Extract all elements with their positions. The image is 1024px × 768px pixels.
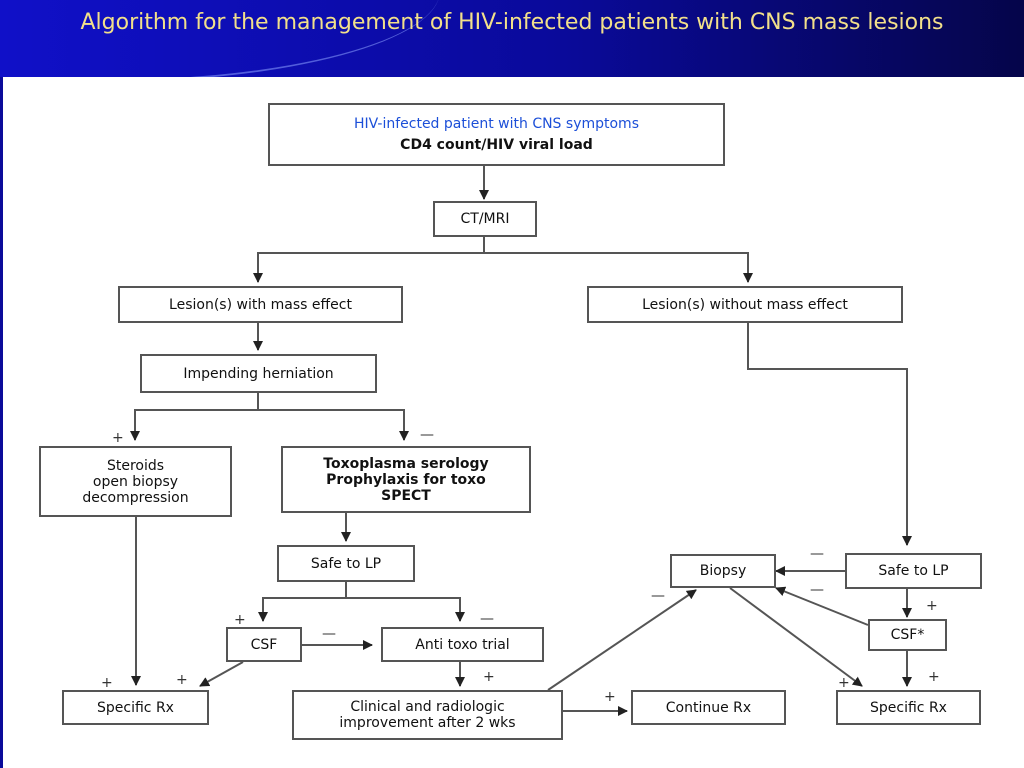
node-csf-right: CSF* (868, 619, 947, 651)
edge-safe-lp-to-anti-toxo (346, 597, 465, 622)
node-anti-toxo-label: Anti toxo trial (415, 636, 510, 653)
slide-left-border (0, 77, 3, 768)
sign-plus-biopsy-to-rx: + (838, 675, 850, 691)
sign-plus-safe-lp-to-csf: + (926, 598, 938, 614)
sign-minus-toxo: — (420, 427, 434, 443)
edge-herniation-to-steroids (130, 393, 259, 441)
node-toxo-line1: Toxoplasma serology (323, 455, 489, 472)
node-herniation-label: Impending herniation (183, 365, 334, 382)
sign-plus-steroids-to-rx: + (101, 675, 113, 691)
node-biopsy: Biopsy (670, 554, 776, 588)
edge-ctmri-to-no-mass (484, 252, 753, 283)
node-csf-left: CSF (226, 627, 302, 662)
node-safe-lp-left: Safe to LP (277, 545, 415, 582)
node-safe-lp-right: Safe to LP (845, 553, 982, 589)
node-specific-rx-right: Specific Rx (836, 690, 981, 725)
sign-minus-improvement-to-biopsy: — (651, 588, 665, 604)
node-specific-rx-right-label: Specific Rx (870, 699, 947, 716)
node-safe-lp-right-label: Safe to LP (878, 563, 949, 579)
node-steroids-line1: Steroids (106, 457, 165, 474)
edge-biopsy-to-specific-rx (729, 587, 863, 687)
edge-herniation-to-toxo (258, 409, 409, 441)
node-improvement: Clinical and radiologic improvement afte… (292, 690, 563, 740)
node-safe-lp-left-label: Safe to LP (310, 555, 382, 572)
sign-plus-csf-right-to-rx: + (928, 669, 940, 685)
node-start-line2: CD4 count/HIV viral load (400, 137, 593, 153)
sign-plus-continue: + (604, 689, 616, 705)
node-ctmri-label: CT/MRI (460, 211, 510, 227)
node-continue-rx: Continue Rx (631, 690, 786, 725)
node-biopsy-label: Biopsy (699, 563, 747, 579)
edge-csf-to-specific-rx (199, 661, 244, 687)
node-anti-toxo: Anti toxo trial (381, 627, 544, 662)
node-steroids-line3: decompression (82, 489, 189, 506)
node-csf-right-label: CSF* (890, 627, 925, 643)
sign-minus-anti-toxo: — (480, 611, 494, 627)
node-no-mass-effect: Lesion(s) without mass effect (587, 286, 903, 323)
sign-plus-csf-to-rx: + (176, 672, 188, 688)
node-toxo: Toxoplasma serology Prophylaxis for toxo… (281, 446, 531, 513)
node-specific-rx-left-label: Specific Rx (97, 699, 174, 716)
node-mass-effect-label: Lesion(s) with mass effect (169, 296, 352, 313)
node-steroids: Steroids open biopsy decompression (39, 446, 232, 517)
edge-no-mass-to-safe-lp (747, 323, 912, 546)
node-toxo-line3: SPECT (381, 487, 431, 504)
node-ctmri: CT/MRI (433, 201, 537, 237)
node-toxo-line2: Prophylaxis for toxo (326, 471, 486, 488)
node-steroids-line2: open biopsy (92, 473, 179, 490)
title-bar: Algorithm for the management of HIV-infe… (0, 0, 1024, 77)
edge-ctmri-split (253, 237, 485, 283)
node-improvement-line1: Clinical and radiologic (350, 699, 505, 715)
sign-minus-csf-to-biopsy: — (810, 582, 824, 598)
edge-csf-to-biopsy (775, 586, 869, 626)
node-mass-effect: Lesion(s) with mass effect (118, 286, 403, 323)
node-improvement-line2: improvement after 2 wks (339, 715, 516, 731)
sign-plus-improvement: + (483, 669, 495, 685)
node-continue-rx-label: Continue Rx (665, 699, 752, 716)
sign-plus-csf-left: + (234, 612, 246, 628)
node-start: HIV-infected patient with CNS symptoms C… (268, 103, 725, 166)
sign-minus-safe-lp-to-biopsy: — (810, 546, 824, 562)
edge-safe-lp-to-csf (258, 582, 347, 622)
node-herniation: Impending herniation (140, 354, 377, 393)
node-csf-left-label: CSF (250, 636, 278, 653)
edge-improvement-to-biopsy (547, 589, 697, 691)
node-start-line1: HIV-infected patient with CNS symptoms (353, 116, 639, 132)
node-no-mass-effect-label: Lesion(s) without mass effect (642, 296, 848, 313)
sign-minus-csf-to-anti-toxo: — (322, 626, 336, 642)
sign-plus-steroids: + (112, 430, 124, 446)
slide-title: Algorithm for the management of HIV-infe… (80, 10, 944, 35)
node-specific-rx-left: Specific Rx (62, 690, 209, 725)
